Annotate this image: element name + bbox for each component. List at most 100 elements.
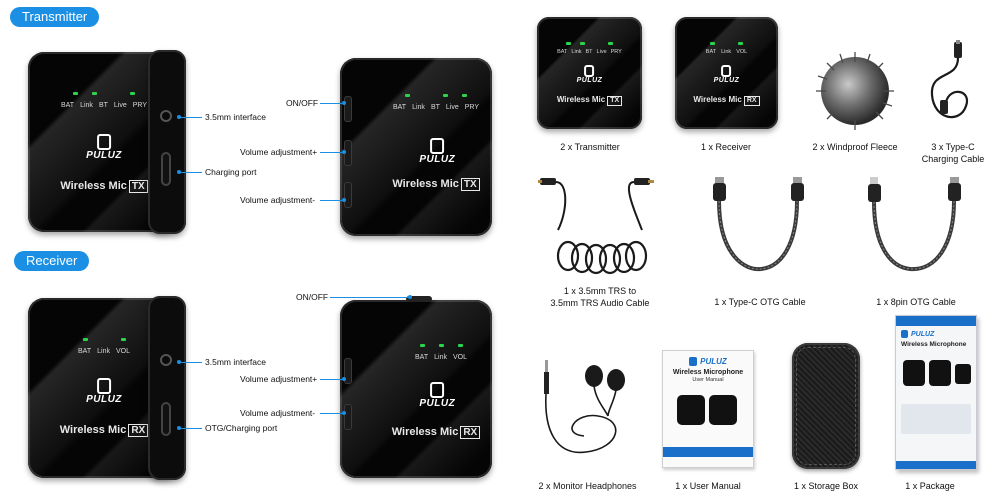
indicator-label: BT	[98, 102, 108, 109]
tx-interface-callout: 3.5mm interface	[205, 112, 266, 122]
brand-logo: PULUZ	[419, 382, 455, 409]
windproof-fleece-image	[816, 52, 894, 130]
brand-name: PULUZ	[419, 154, 456, 165]
device-gloss	[340, 58, 492, 236]
callout-line	[320, 379, 342, 380]
package-bottom-band	[896, 461, 976, 469]
package-top-band	[896, 316, 976, 326]
callout-dot	[342, 411, 346, 415]
mini-device	[929, 360, 951, 386]
manual-header: PULUZ	[663, 357, 753, 366]
package-product-photo	[901, 358, 971, 392]
model-tag: RX	[460, 426, 481, 439]
volume-down-button	[344, 404, 352, 430]
caption-line: Charging Cable	[921, 154, 985, 164]
model-name: Wireless Mic	[60, 180, 127, 192]
device-gloss	[537, 17, 642, 129]
indicator-labels: BAT Link BT Live PRY	[380, 104, 492, 111]
caption-trs-audio-cable: 1 x 3.5mm TRS to 3.5mm TRS Audio Cable	[530, 285, 670, 309]
indicator-label: PRY	[132, 102, 148, 109]
indicator-label: Live	[445, 104, 459, 111]
indicator-label: BAT	[78, 348, 92, 355]
callout-dot	[177, 360, 181, 364]
receiver-side-view	[148, 296, 186, 480]
led	[92, 92, 97, 95]
puluz-logo-icon	[97, 378, 111, 394]
package-accessory-photo	[901, 404, 971, 434]
led	[111, 92, 116, 95]
manual-product-photo	[673, 391, 743, 427]
led	[608, 42, 613, 45]
indicator-label: PRY	[610, 49, 622, 55]
brand-logo: PULUZ	[419, 138, 455, 165]
led	[419, 344, 425, 347]
audio-jack-icon	[160, 354, 172, 366]
manual-brand: PULUZ	[700, 357, 727, 366]
caption-line: 1 x 3.5mm TRS to	[563, 286, 637, 296]
indicator-leds	[28, 338, 180, 341]
indicator-label: Link	[571, 49, 582, 55]
led	[120, 338, 126, 341]
led	[710, 42, 715, 45]
callout-dot	[342, 377, 346, 381]
brand-name: PULUZ	[713, 77, 740, 84]
device-gloss	[340, 300, 492, 478]
manual-title: Wireless Microphone	[672, 369, 744, 376]
usb-c-port-icon	[161, 402, 171, 436]
package-title: Wireless Microphone	[901, 341, 967, 348]
indicator-label: VOL	[115, 348, 130, 355]
package-box-image: PULUZ Wireless Microphone	[895, 315, 977, 470]
indicator-label: PRY	[464, 104, 480, 111]
indicator-label: Live	[596, 49, 607, 55]
transmitter-side-view	[148, 50, 186, 234]
callout-line	[180, 117, 202, 118]
storage-box-image	[792, 343, 860, 469]
caption-type-c-otg-cable: 1 x Type-C OTG Cable	[714, 297, 806, 307]
led	[457, 344, 463, 347]
manual-footer-band	[663, 447, 753, 457]
tx-charging-callout: Charging port	[205, 167, 257, 177]
volume-up-button	[344, 358, 352, 384]
caption-package: 1 x Package	[905, 481, 955, 491]
zipper	[796, 347, 856, 465]
callout-dot	[408, 295, 412, 299]
mini-device	[709, 395, 737, 425]
callout-line	[320, 413, 342, 414]
led	[73, 92, 78, 95]
volume-down-button	[344, 182, 352, 208]
brand-logo: PULUZ	[577, 65, 603, 84]
model-tag: TX	[128, 180, 148, 193]
led	[82, 338, 88, 341]
indicator-leds	[28, 92, 180, 95]
brand-name: PULUZ	[419, 398, 456, 409]
indicator-label: BAT	[705, 49, 717, 55]
caption-user-manual: 1 x User Manual	[675, 481, 741, 491]
callout-line	[320, 200, 342, 201]
caption-type-c-charging-cable: 3 x Type-C Charging Cable	[910, 141, 996, 165]
mini-device	[955, 364, 971, 384]
caption-transmitter: 2 x Transmitter	[560, 142, 620, 152]
callout-line	[320, 103, 342, 104]
callout-dot	[177, 170, 181, 174]
puluz-logo-icon	[901, 330, 908, 338]
rx-charging-callout: OTG/Charging port	[205, 423, 278, 433]
model-name: Wireless Mic	[556, 95, 606, 104]
receiver-section-label: Receiver	[14, 251, 90, 271]
indicator-labels: BAT Link VOL	[390, 354, 492, 361]
led	[102, 338, 107, 341]
model-name: Wireless Mic	[693, 95, 742, 104]
caption-monitor-headphones: 2 x Monitor Headphones	[538, 481, 637, 491]
brand-name: PULUZ	[576, 77, 603, 84]
transmitter-section-label: Transmitter	[10, 7, 100, 27]
puluz-logo-icon	[584, 65, 595, 77]
package-header: PULUZ	[896, 326, 976, 338]
rx-on-off-callout: ON/OFF	[296, 292, 329, 302]
callout-line	[320, 152, 342, 153]
callout-dot	[177, 426, 181, 430]
model-tag: RX	[743, 96, 760, 106]
